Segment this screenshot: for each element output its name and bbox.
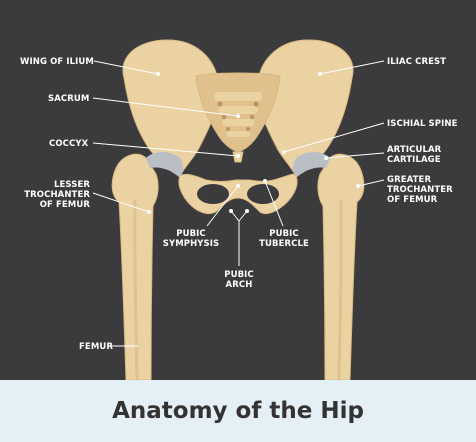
hip-illustration: WING OF ILIUM SACRUM COCCYX LESSER TROCH… [20, 39, 458, 380]
pubis [178, 173, 298, 215]
label-pubic-arch-line2: ARCH [226, 280, 253, 290]
label-pubic-tubercle-line2: TUBERCLE [259, 239, 309, 249]
label-femur: FEMUR [79, 342, 113, 352]
label-pubic-symphysis-line2: SYMPHYSIS [163, 239, 220, 249]
label-pubic-arch-line1: PUBIC [224, 270, 254, 280]
caption-title: Anatomy of the Hip [112, 398, 364, 424]
label-ischial-spine: ISCHIAL SPINE [387, 119, 458, 129]
label-pubic-tubercle-line1: PUBIC [269, 229, 299, 239]
label-iliac-crest: ILIAC CREST [387, 57, 446, 67]
label-greater-trochanter-line2: TROCHANTER [387, 185, 453, 195]
cartilage-left [146, 152, 183, 178]
label-coccyx: COCCYX [49, 139, 89, 149]
caption-bar: Anatomy of the Hip [0, 380, 476, 442]
label-pubic-symphysis-line1: PUBIC [176, 229, 206, 239]
femur-left [111, 153, 159, 380]
label-lesser-trochanter-line3: OF FEMUR [40, 200, 91, 210]
label-articular-cartilage-line1: ARTICULAR [387, 145, 442, 155]
label-wing-of-ilium: WING OF ILIUM [20, 57, 94, 67]
label-greater-trochanter-line3: OF FEMUR [387, 195, 438, 205]
femur-right [317, 153, 365, 380]
sacrum [195, 72, 281, 153]
label-lesser-trochanter-line2: TROCHANTER [24, 190, 90, 200]
label-sacrum: SACRUM [48, 94, 89, 104]
hip-diagram: WING OF ILIUM SACRUM COCCYX LESSER TROCH… [0, 0, 476, 380]
label-greater-trochanter-line1: GREATER [387, 175, 431, 185]
leader-dots [147, 72, 360, 214]
ilium-right [256, 39, 354, 177]
label-lesser-trochanter-line1: LESSER [54, 180, 90, 190]
cartilage-right [293, 152, 330, 178]
label-articular-cartilage-line2: CARTILAGE [387, 155, 441, 165]
leader-lines [92, 60, 385, 347]
